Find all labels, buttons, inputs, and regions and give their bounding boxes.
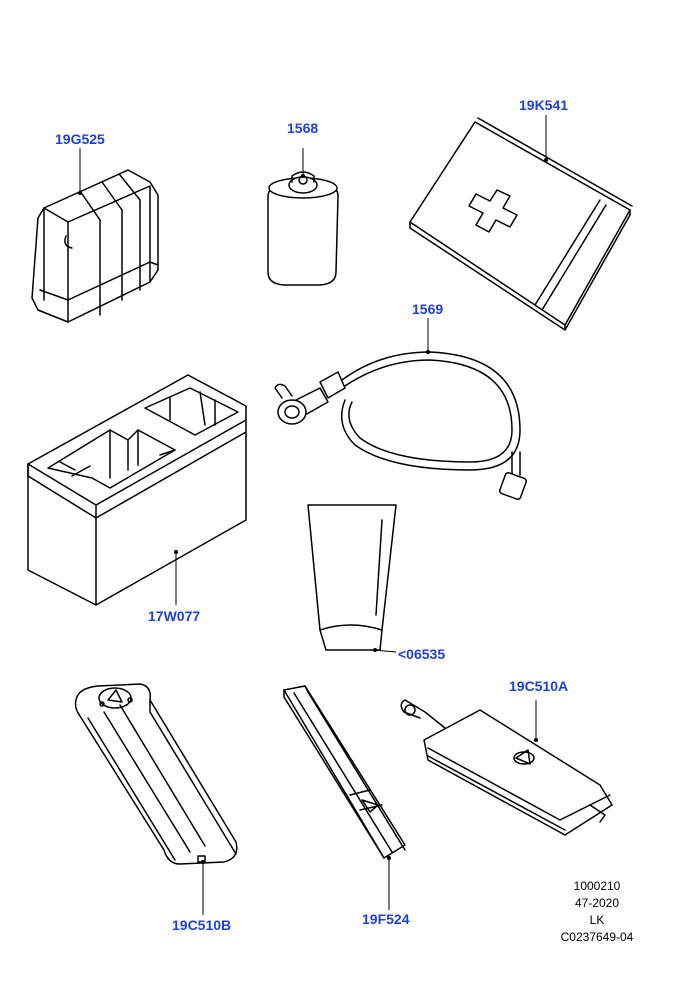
sealant-tube-drawing: [307, 504, 397, 653]
foam-tray-drawing: [27, 374, 247, 606]
info-line-1: 1000210: [573, 879, 621, 893]
part-label-19C510A[interactable]: 19C510A: [509, 678, 569, 694]
first-aid-case-drawing: [31, 148, 159, 323]
bottle-drawing: [267, 148, 339, 286]
part-label-19C510B[interactable]: 19C510B: [172, 917, 232, 933]
part-label-19F524[interactable]: 19F524: [362, 911, 410, 927]
part-label-19G525[interactable]: 19G525: [55, 131, 105, 147]
part-label-19K541[interactable]: 19K541: [519, 97, 569, 113]
part-label-17W077[interactable]: 17W077: [148, 608, 201, 624]
triangle-case-drawing: [74, 683, 238, 915]
diagram-info: 1000210 47-2020 LK C0237649-04: [552, 878, 642, 946]
triangle-bag-drawing: [400, 699, 613, 836]
info-line-4: C0237649-04: [560, 930, 634, 944]
info-line-3: LK: [589, 913, 605, 927]
part-label-06535[interactable]: <06535: [398, 646, 446, 662]
info-line-2: 47-2020: [574, 896, 620, 910]
flat-kit-drawing: [409, 115, 633, 331]
tool-bar-drawing: [283, 685, 406, 910]
inflator-hose-drawing: [274, 318, 528, 501]
part-label-1569[interactable]: 1569: [412, 301, 444, 317]
part-label-1568[interactable]: 1568: [287, 120, 319, 136]
